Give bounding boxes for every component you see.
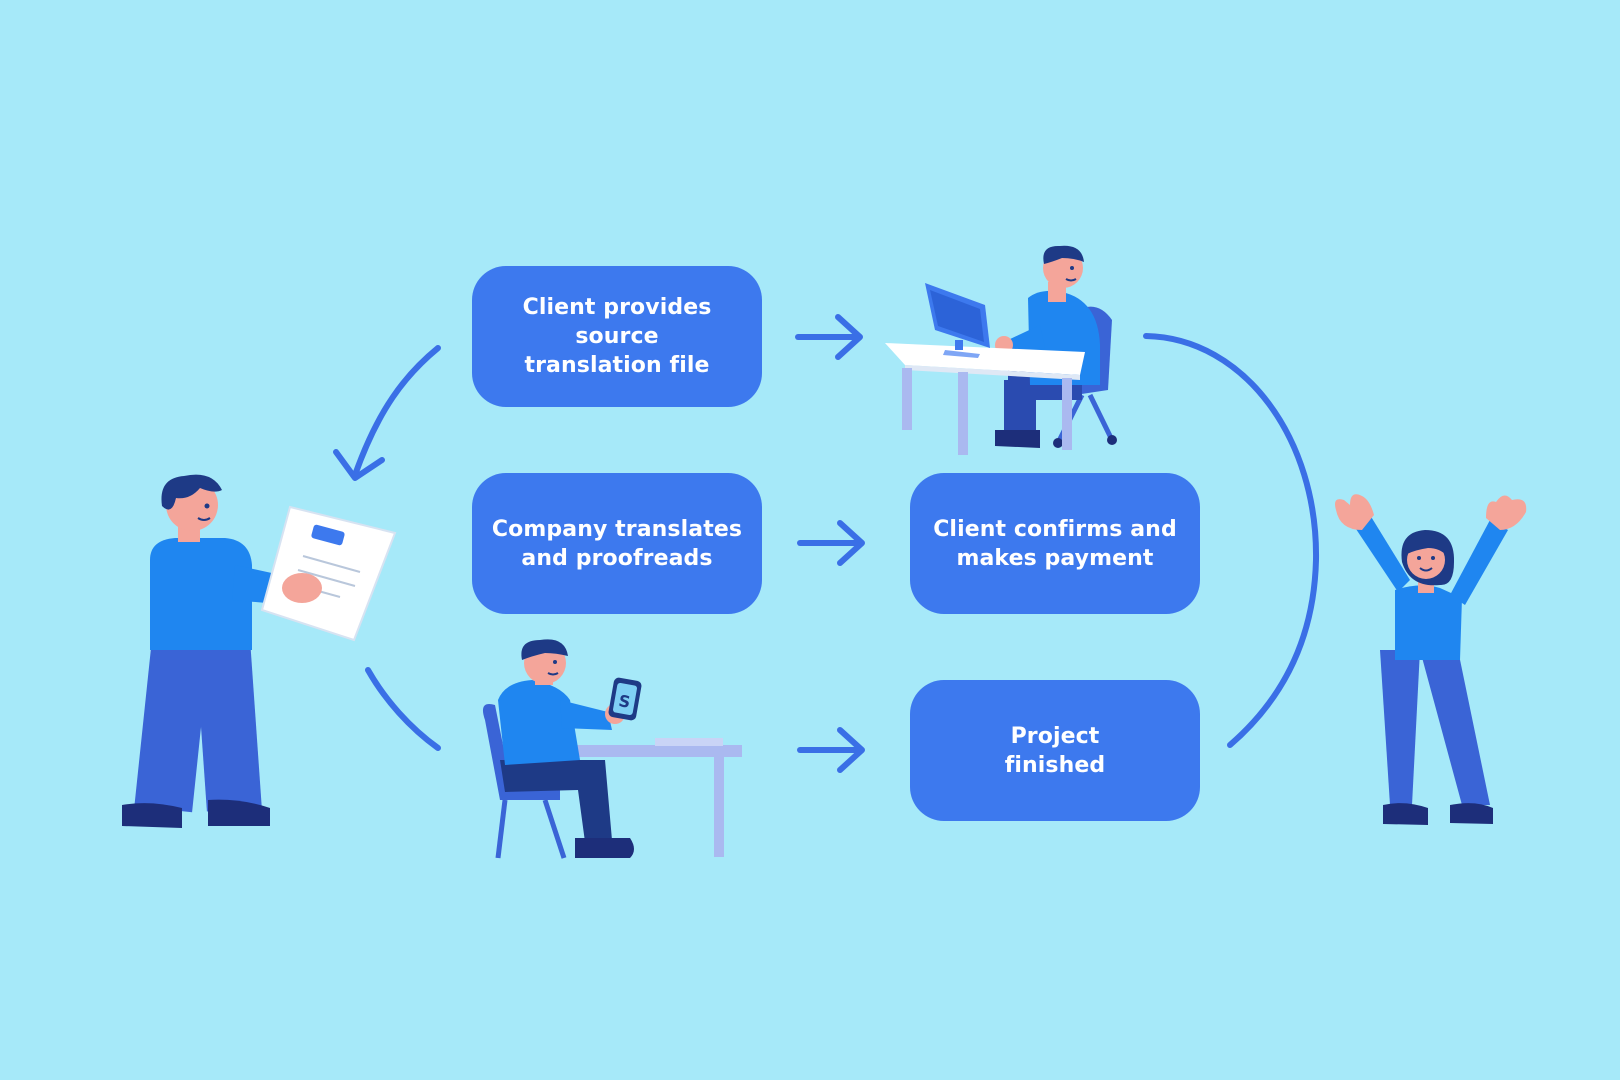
step-label: Company translates and proofreads: [491, 516, 743, 571]
curved-connector-right-loop: [1143, 333, 1320, 748]
step-label: Client provides source translation file: [522, 295, 712, 378]
desk-worker-with-computer-illustration: [885, 245, 1117, 455]
arrow-step2-to-step3: [797, 520, 865, 566]
curved-arrow-to-client: [333, 345, 441, 481]
step-box-project-finished: Project finished: [910, 680, 1200, 821]
curved-connector-client-to-phone-user: [365, 667, 441, 751]
celebrating-person-illustration: [1335, 494, 1527, 825]
person-with-phone-at-desk-illustration: S: [482, 639, 742, 859]
step-box-company-translates: Company translates and proofreads: [472, 473, 762, 614]
arrow-step1-to-desk-worker: [795, 314, 863, 360]
client-holding-document-illustration: [122, 474, 397, 828]
smartphone-icon: S: [608, 677, 642, 721]
arrow-phone-user-to-step4: [797, 727, 865, 773]
step-box-client-confirms-payment: Client confirms and makes payment: [910, 473, 1200, 614]
document-icon: [260, 505, 397, 642]
phone-currency-symbol: S: [617, 691, 632, 712]
step-box-client-provides-file: Client provides source translation file: [472, 266, 762, 407]
step-label: Client confirms and makes payment: [933, 516, 1177, 571]
step-label: Project finished: [1004, 723, 1106, 778]
computer-monitor-icon: [925, 283, 990, 358]
